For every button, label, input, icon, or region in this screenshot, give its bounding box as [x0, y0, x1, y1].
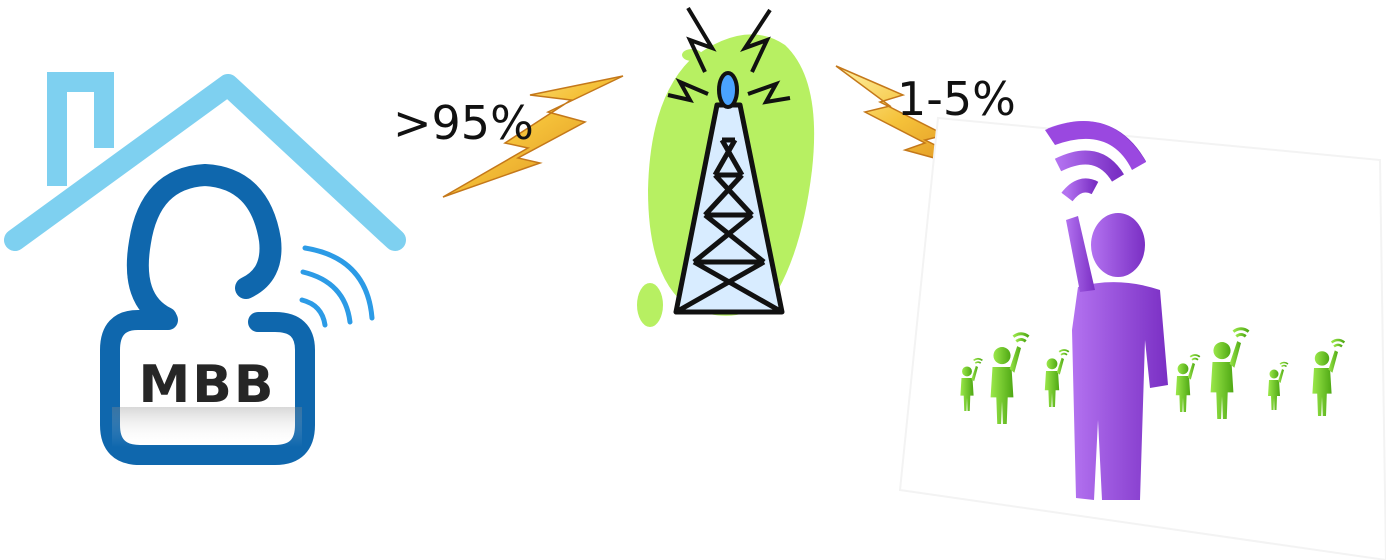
lightning-bolt-left [442, 75, 624, 198]
house-chimney [47, 72, 114, 186]
cell-tower-icon [637, 6, 815, 327]
link-label-home-to-tower: >95% [393, 96, 534, 150]
mbb-badge-text: MBB [138, 355, 275, 415]
wifi-signal-icon [299, 245, 375, 328]
home-mbb-icon: MBB [4, 72, 406, 465]
purple-person [1045, 121, 1168, 500]
wifi-users-group [898, 116, 1386, 560]
user-body-frame [100, 310, 315, 465]
user-head [126, 163, 282, 329]
house-roof [4, 74, 406, 251]
link-label-tower-to-people: 1-5% [897, 72, 1016, 126]
